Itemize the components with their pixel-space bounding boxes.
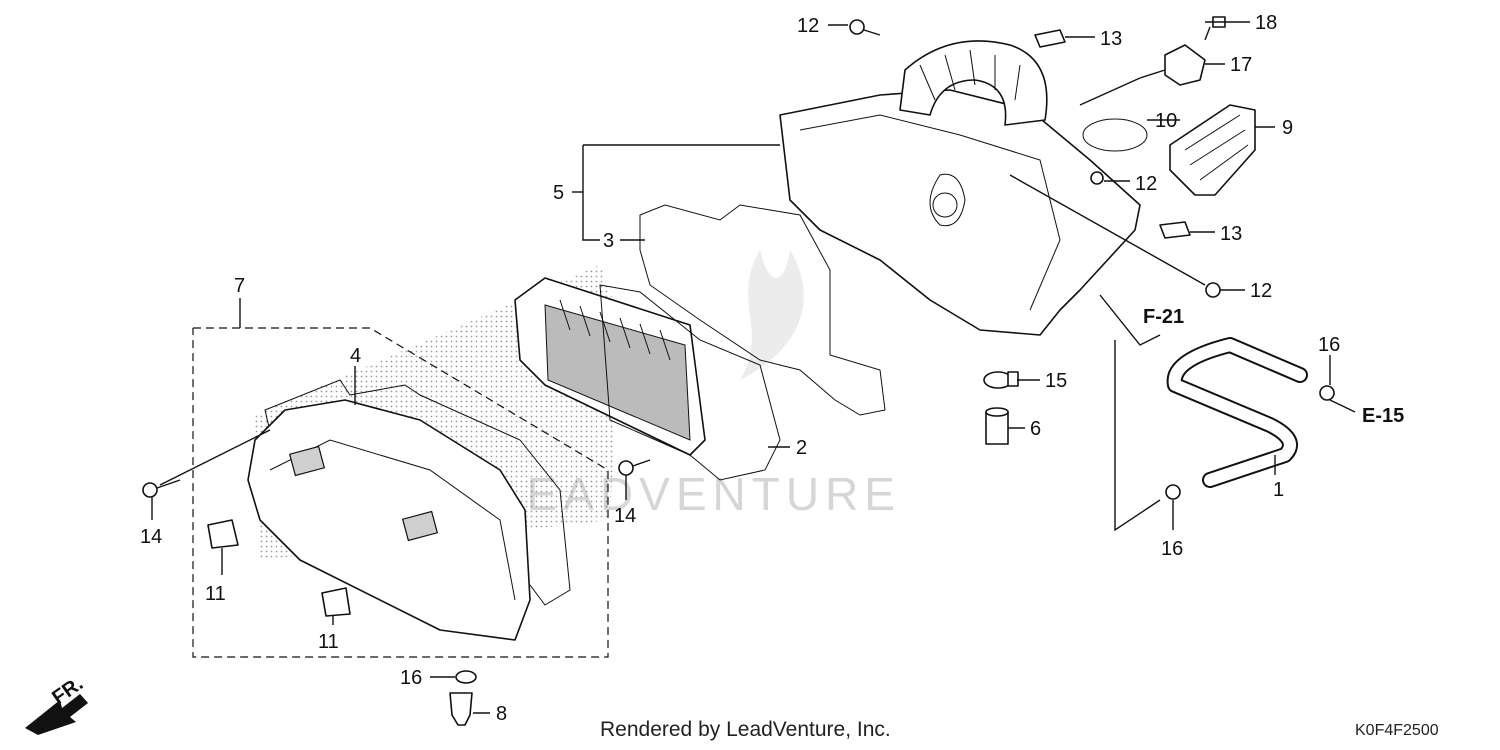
label-part-13-top: 13 xyxy=(1100,28,1122,50)
label-part-10: 10 xyxy=(1155,110,1177,132)
hose-band xyxy=(1082,118,1148,152)
bolt-12-low xyxy=(1205,282,1221,298)
drain-plug xyxy=(449,692,473,726)
clip-13-top xyxy=(1034,29,1066,48)
air-cleaner-case xyxy=(779,40,1141,336)
watermark-flame-icon xyxy=(740,250,804,380)
pad-11-upper xyxy=(207,519,239,549)
label-part-2: 2 xyxy=(796,437,807,459)
label-part-18: 18 xyxy=(1255,12,1277,34)
label-part-7: 7 xyxy=(234,275,245,297)
label-part-17: 17 xyxy=(1230,54,1252,76)
reference-e15: E-15 xyxy=(1362,405,1404,427)
label-part-1: 1 xyxy=(1273,479,1284,501)
front-arrow-icon xyxy=(25,694,88,735)
label-part-11-upper: 11 xyxy=(205,583,226,605)
label-part-4: 4 xyxy=(350,345,361,367)
reference-f21: F-21 xyxy=(1143,306,1184,328)
label-part-8: 8 xyxy=(496,703,507,725)
air-filter-element xyxy=(514,277,706,456)
label-part-16-right: 16 xyxy=(1318,334,1340,356)
label-part-12-low: 12 xyxy=(1250,280,1272,302)
clip-13-low xyxy=(1159,221,1191,239)
sensor-unit xyxy=(1139,44,1206,86)
label-part-12-top: 12 xyxy=(797,15,819,37)
screw-14-left xyxy=(142,479,181,498)
label-part-14-left: 14 xyxy=(140,526,162,548)
clip-16-right xyxy=(1319,385,1335,401)
footer-credit: Rendered by LeadVenture, Inc. xyxy=(600,718,891,741)
label-part-12-mid: 12 xyxy=(1135,173,1157,195)
clip-16-bottom xyxy=(455,670,477,684)
tube-6 xyxy=(985,407,1009,445)
label-part-16-left: 16 xyxy=(1161,538,1183,560)
label-part-13-low: 13 xyxy=(1220,223,1242,245)
case-gasket xyxy=(639,204,886,416)
label-part-6: 6 xyxy=(1030,418,1041,440)
intake-duct xyxy=(1169,104,1256,196)
label-part-14-right: 14 xyxy=(614,505,636,527)
part-labels: 1 2 3 4 5 6 7 8 9 10 11 11 12 12 12 13 1… xyxy=(140,12,1340,725)
label-part-11-lower: 11 xyxy=(318,631,339,653)
label-part-9: 9 xyxy=(1282,117,1293,139)
filter-frame xyxy=(599,284,781,481)
diagram-code: K0F4F2500 xyxy=(1355,722,1439,739)
assembly-bracket-7 xyxy=(192,327,609,658)
bolt-12-top xyxy=(849,19,881,36)
pad-11-lower xyxy=(321,587,351,617)
label-part-15: 15 xyxy=(1045,370,1067,392)
bolt-12-mid xyxy=(1090,171,1104,185)
clamp-15 xyxy=(983,371,1019,389)
air-cleaner-cover xyxy=(247,399,531,641)
leader-lines xyxy=(151,21,1356,714)
label-part-3: 3 xyxy=(603,230,614,252)
screw-18 xyxy=(1204,16,1226,41)
label-part-5: 5 xyxy=(553,182,564,204)
front-arrow: FR. xyxy=(25,673,88,735)
clip-16-left xyxy=(1165,484,1181,500)
label-part-16-bottom: 16 xyxy=(400,667,422,689)
